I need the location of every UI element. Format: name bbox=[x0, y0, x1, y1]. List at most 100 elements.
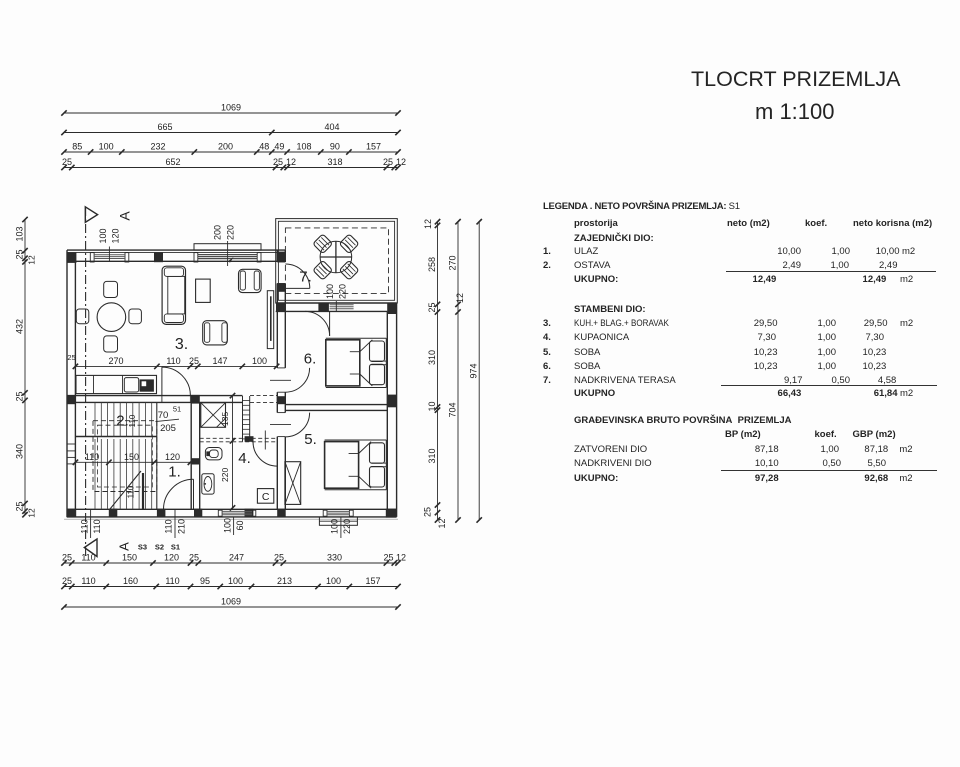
svg-text:110: 110 bbox=[85, 452, 99, 462]
svg-text:1069: 1069 bbox=[221, 597, 241, 607]
svg-text:12: 12 bbox=[286, 157, 296, 167]
svg-text:12: 12 bbox=[396, 157, 406, 167]
svg-text:103: 103 bbox=[15, 226, 25, 241]
svg-text:100: 100 bbox=[252, 356, 267, 366]
svg-text:25: 25 bbox=[189, 553, 199, 563]
svg-text:S1: S1 bbox=[171, 543, 180, 552]
svg-text:247: 247 bbox=[229, 553, 244, 563]
svg-text:85: 85 bbox=[72, 142, 82, 152]
svg-text:110: 110 bbox=[81, 553, 95, 563]
svg-text:110: 110 bbox=[166, 356, 180, 366]
svg-text:25: 25 bbox=[15, 249, 25, 259]
svg-text:205: 205 bbox=[160, 423, 176, 434]
svg-text:652: 652 bbox=[165, 157, 180, 167]
svg-text:60: 60 bbox=[235, 520, 245, 530]
svg-text:120: 120 bbox=[111, 228, 121, 243]
svg-text:100: 100 bbox=[330, 519, 340, 534]
svg-text:51: 51 bbox=[173, 405, 181, 414]
svg-text:C: C bbox=[262, 491, 270, 503]
svg-text:12: 12 bbox=[27, 508, 37, 518]
svg-text:12: 12 bbox=[27, 255, 37, 265]
svg-text:3.: 3. bbox=[175, 336, 188, 353]
svg-text:1069: 1069 bbox=[221, 103, 241, 113]
svg-text:48: 48 bbox=[259, 142, 269, 152]
svg-text:100: 100 bbox=[228, 576, 243, 586]
svg-text:4.: 4. bbox=[238, 450, 251, 467]
svg-text:210: 210 bbox=[176, 519, 186, 534]
svg-text:25: 25 bbox=[383, 157, 393, 167]
svg-text:220: 220 bbox=[342, 519, 352, 534]
svg-text:12: 12 bbox=[423, 219, 433, 229]
svg-text:157: 157 bbox=[366, 142, 381, 152]
svg-text:49: 49 bbox=[274, 142, 284, 152]
svg-text:6.: 6. bbox=[304, 351, 317, 368]
svg-text:S2: S2 bbox=[155, 543, 164, 552]
svg-text:1.: 1. bbox=[168, 464, 181, 481]
svg-text:100: 100 bbox=[326, 576, 341, 586]
svg-text:90: 90 bbox=[330, 142, 340, 152]
svg-text:100: 100 bbox=[98, 228, 108, 243]
svg-text:108: 108 bbox=[296, 142, 311, 152]
svg-text:147: 147 bbox=[212, 356, 227, 366]
svg-text:270: 270 bbox=[448, 255, 458, 270]
svg-text:12: 12 bbox=[396, 553, 406, 563]
svg-text:160: 160 bbox=[123, 576, 138, 586]
svg-text:100: 100 bbox=[222, 518, 232, 533]
svg-text:330: 330 bbox=[327, 553, 342, 563]
svg-text:95: 95 bbox=[200, 576, 210, 586]
svg-text:232: 232 bbox=[150, 142, 165, 152]
svg-text:110: 110 bbox=[79, 519, 89, 533]
svg-text:A: A bbox=[117, 211, 133, 221]
svg-text:213: 213 bbox=[277, 576, 292, 586]
svg-text:318: 318 bbox=[327, 157, 342, 167]
svg-text:258: 258 bbox=[427, 257, 437, 272]
svg-text:340: 340 bbox=[15, 444, 25, 459]
svg-text:150: 150 bbox=[124, 452, 139, 462]
svg-text:25: 25 bbox=[189, 356, 199, 366]
svg-text:70: 70 bbox=[158, 410, 169, 421]
svg-text:150: 150 bbox=[122, 553, 137, 563]
svg-text:110: 110 bbox=[81, 576, 95, 586]
svg-text:665: 665 bbox=[157, 122, 172, 132]
svg-text:25: 25 bbox=[62, 576, 72, 586]
svg-text:200: 200 bbox=[213, 225, 223, 240]
svg-text:100: 100 bbox=[99, 142, 114, 152]
svg-text:220: 220 bbox=[337, 284, 347, 299]
svg-text:25: 25 bbox=[62, 553, 72, 563]
svg-text:432: 432 bbox=[15, 319, 25, 334]
svg-text:25: 25 bbox=[15, 391, 25, 401]
svg-text:310: 310 bbox=[427, 350, 437, 365]
svg-text:12: 12 bbox=[437, 518, 447, 528]
svg-text:7.: 7. bbox=[299, 269, 312, 286]
svg-text:220: 220 bbox=[220, 468, 230, 482]
svg-text:25: 25 bbox=[62, 157, 72, 167]
svg-text:S3: S3 bbox=[138, 543, 147, 552]
svg-text:110: 110 bbox=[165, 576, 179, 586]
svg-text:25: 25 bbox=[423, 507, 433, 517]
svg-text:25: 25 bbox=[15, 501, 25, 511]
svg-text:25: 25 bbox=[67, 353, 75, 362]
svg-text:110: 110 bbox=[128, 414, 137, 427]
svg-text:25: 25 bbox=[383, 553, 393, 563]
svg-text:135: 135 bbox=[220, 412, 230, 426]
svg-text:270: 270 bbox=[108, 356, 123, 366]
svg-text:157: 157 bbox=[365, 576, 380, 586]
svg-text:220: 220 bbox=[225, 225, 235, 240]
svg-text:25: 25 bbox=[427, 302, 437, 312]
svg-text:10: 10 bbox=[427, 401, 437, 411]
svg-text:404: 404 bbox=[324, 122, 339, 132]
svg-text:974: 974 bbox=[469, 363, 479, 378]
svg-text:110: 110 bbox=[164, 519, 174, 533]
svg-text:25: 25 bbox=[273, 157, 283, 167]
svg-text:A: A bbox=[117, 542, 132, 551]
svg-text:2.: 2. bbox=[116, 413, 129, 430]
svg-text:25: 25 bbox=[274, 553, 284, 563]
svg-text:704: 704 bbox=[448, 402, 458, 417]
svg-text:120: 120 bbox=[165, 452, 180, 462]
svg-text:120: 120 bbox=[164, 553, 179, 563]
svg-text:110: 110 bbox=[127, 485, 136, 498]
svg-text:310: 310 bbox=[427, 448, 437, 463]
svg-text:5.: 5. bbox=[304, 431, 317, 448]
svg-text:200: 200 bbox=[218, 142, 233, 152]
svg-text:110: 110 bbox=[92, 519, 102, 533]
